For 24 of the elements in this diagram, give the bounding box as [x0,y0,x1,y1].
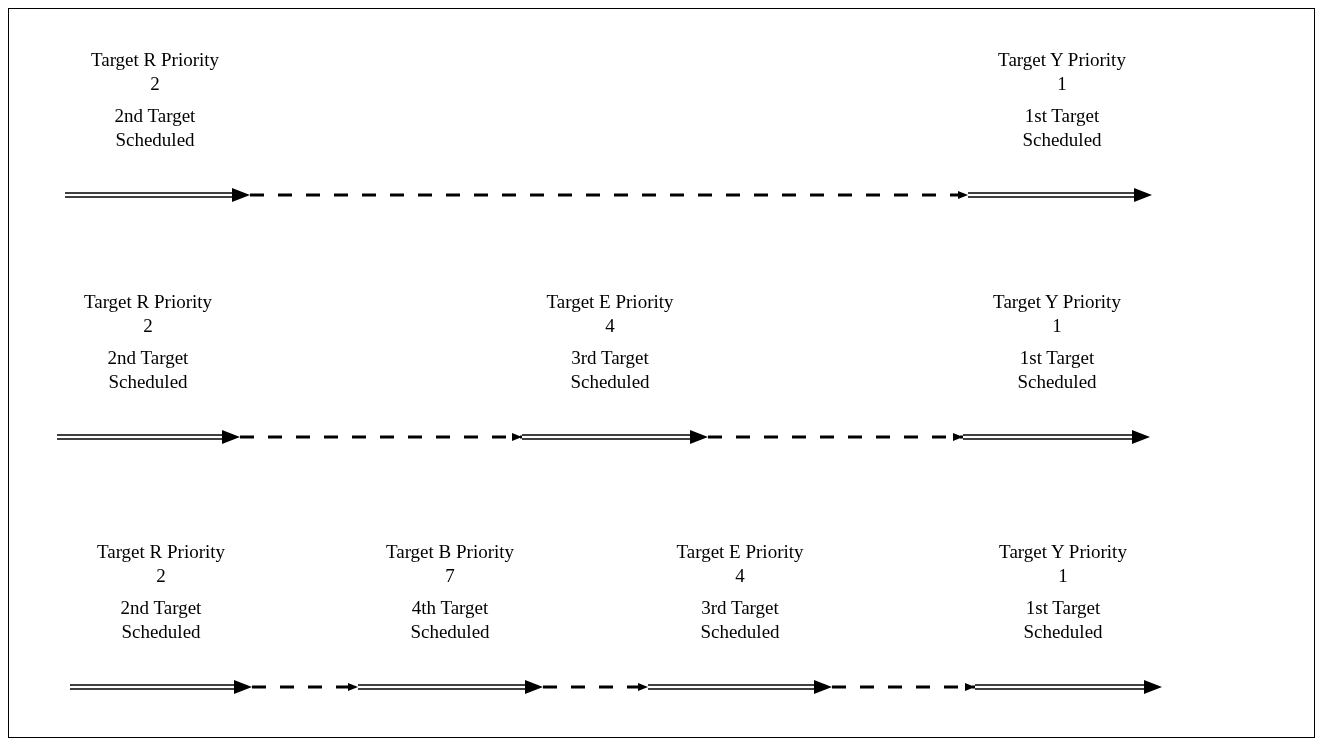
dashed-arrow [250,191,968,199]
schedule-order-label: 3rd Target Scheduled [699,596,781,644]
target-priority-label: Target Y Priority 1 [997,48,1127,96]
target-priority-label: Target R Priority 2 [83,290,213,338]
target-priority-label: Target R Priority 2 [96,540,226,588]
schedule-order-label: 4th Target Scheduled [409,596,491,644]
dashed-arrow [832,683,975,691]
schedule-order-label: 2nd Target Scheduled [106,346,190,394]
dashed-arrow [708,433,963,441]
schedule-order-label: 1st Target Scheduled [1016,346,1098,394]
dashed-arrow [240,433,522,441]
schedule-order-label: 1st Target Scheduled [1021,104,1103,152]
target-priority-label: Target B Priority 7 [385,540,515,588]
schedule-order-label: 3rd Target Scheduled [569,346,651,394]
dashed-arrow [252,683,358,691]
schedule-order-label: 2nd Target Scheduled [119,596,203,644]
dashed-arrow [543,683,648,691]
schedule-order-label: 1st Target Scheduled [1022,596,1104,644]
target-priority-label: Target R Priority 2 [90,48,220,96]
schedule-order-label: 2nd Target Scheduled [113,104,197,152]
target-priority-label: Target Y Priority 1 [992,290,1122,338]
target-priority-label: Target Y Priority 1 [998,540,1128,588]
target-priority-label: Target E Priority 4 [545,290,675,338]
target-priority-label: Target E Priority 4 [675,540,805,588]
